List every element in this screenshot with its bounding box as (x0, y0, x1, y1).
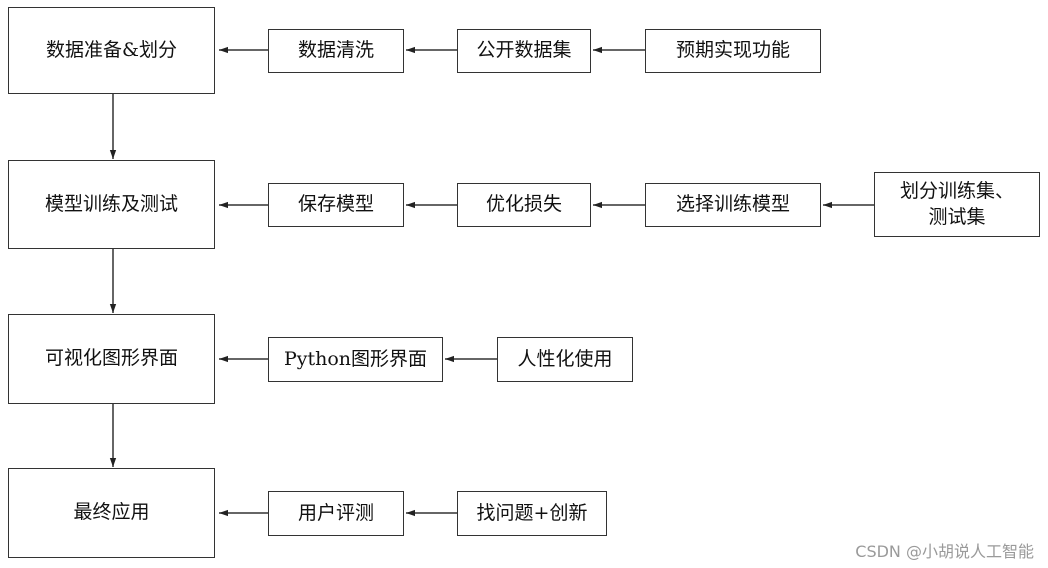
step-select-model: 选择训练模型 (645, 183, 821, 227)
step-user-friendly: 人性化使用 (497, 337, 633, 382)
step-label: 公开数据集 (476, 39, 572, 62)
step-label: 数据清洗 (297, 39, 374, 62)
step-find-issues-innovate: 找问题+创新 (457, 491, 607, 536)
step-label-line-2: 测试集 (928, 205, 986, 228)
step-split-train-test: 划分训练集、 测试集 (874, 172, 1040, 237)
step-label: Python图形界面 (283, 347, 428, 370)
step-python-gui: Python图形界面 (268, 337, 443, 382)
step-label: 用户评测 (297, 501, 374, 524)
step-save-model: 保存模型 (268, 183, 404, 227)
step-label: 保存模型 (297, 193, 374, 216)
step-label: 找问题+创新 (476, 501, 588, 524)
step-data-cleaning: 数据清洗 (268, 29, 404, 73)
step-label: 可视化图形界面 (44, 347, 178, 370)
step-expected-features: 预期实现功能 (645, 29, 821, 73)
step-visual-gui: 可视化图形界面 (8, 314, 215, 404)
step-label: 预期实现功能 (675, 39, 790, 62)
step-label: 选择训练模型 (675, 193, 790, 216)
step-label: 人性化使用 (517, 347, 613, 370)
step-label: 数据准备&划分 (46, 38, 177, 61)
watermark: CSDN @小胡说人工智能 (855, 542, 1034, 561)
step-user-evaluation: 用户评测 (268, 491, 404, 536)
step-final-application: 最终应用 (8, 468, 215, 558)
step-label: 模型训练及测试 (44, 192, 178, 215)
step-data-preparation: 数据准备&划分 (8, 7, 215, 94)
step-model-training: 模型训练及测试 (8, 160, 215, 249)
step-label-line-1: 划分训练集、 (899, 179, 1014, 202)
step-public-dataset: 公开数据集 (457, 29, 591, 73)
step-label: 优化损失 (485, 193, 562, 216)
step-optimize-loss: 优化损失 (457, 183, 591, 227)
step-label: 最终应用 (73, 501, 150, 524)
